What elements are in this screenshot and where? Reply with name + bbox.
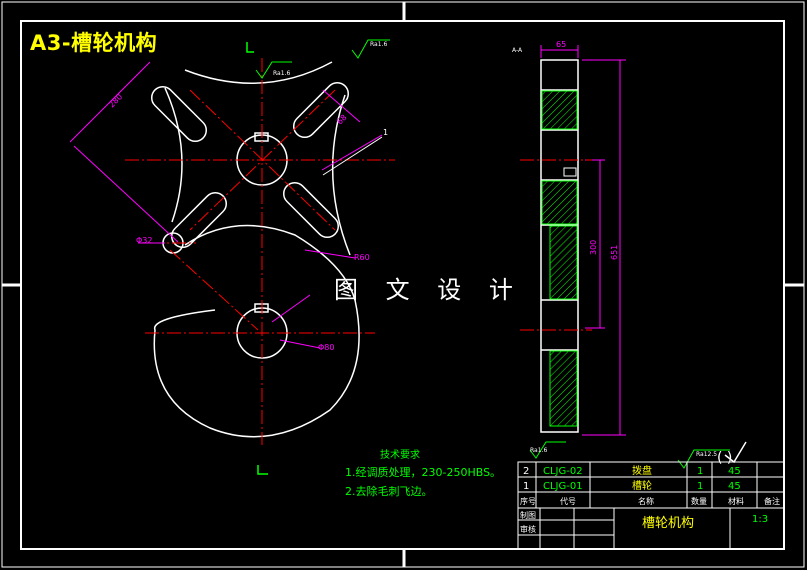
roughness-symbols [255,39,730,469]
header-qty: 数量 [691,496,707,506]
row2-no: 2 [523,466,529,477]
title-block-grid [517,461,785,550]
row2-material: 45 [728,466,741,477]
roughness-texts: Ra1.6 Ra1.6 Ra1.6 Ra12.5 [273,41,717,458]
drawing-scale: 1:3 [752,514,768,525]
centerlines [125,58,395,445]
side-centerlines [520,159,592,331]
roughness-1: Ra1.6 [370,41,387,48]
row1-material: 45 [728,481,741,492]
title-block-text: 2 CLJG-02 拨盘 1 45 1 CLJG-01 槽轮 1 45 序号 代… [520,464,780,534]
side-view [540,59,579,433]
dim-300: 300 [589,240,598,255]
label-designer: 制图 [520,510,536,520]
hatching [541,90,578,427]
row2-qty: 1 [697,466,703,477]
drive-disc [153,224,360,438]
watermark: 图 文 设 计 [334,276,523,304]
row1-no: 1 [523,481,529,492]
row1-code: CLJG-01 [543,481,583,492]
roughness-2: Ra1.6 [273,70,290,77]
dimension-lines [69,45,626,436]
header-remark: 备注 [764,496,780,506]
dim-diag-1: 280 [107,92,124,109]
dim-r60: R60 [354,253,370,262]
leader-line [322,136,383,176]
dim-phi80: Φ80 [318,343,334,352]
dim-phi-small: Φ32 [136,236,152,245]
dim-651: 651 [610,245,619,260]
roughness-3: Ra1.6 [530,447,547,454]
header-no: 序号 [520,496,536,506]
tech-req-item-2: 2.去除毛刺飞边。 [345,485,433,498]
tick-paren: ( ) [717,450,732,466]
section-arrows [246,42,268,475]
tech-req-title: 技术要求 [380,450,420,461]
row2-code: CLJG-02 [543,466,583,477]
header-material: 材料 [728,496,744,506]
header-code: 代号 [560,496,576,506]
dim-65: 65 [556,40,566,49]
header-name: 名称 [638,496,654,506]
side-keyway [563,167,577,177]
drawing-name: 槽轮机构 [642,516,694,531]
roughness-4: Ra12.5 [696,451,717,458]
leader-1: 1 [383,128,388,137]
tech-req-item-1: 1.经调质处理，230-250HBS。 [345,466,502,479]
section-tag: A-A [512,47,523,54]
label-checker: 审核 [520,524,536,534]
title-overlay: A3-槽轮机构 [30,31,158,55]
row2-name: 拨盘 [632,464,652,477]
row1-name: 槽轮 [632,479,652,492]
row1-qty: 1 [697,481,703,492]
